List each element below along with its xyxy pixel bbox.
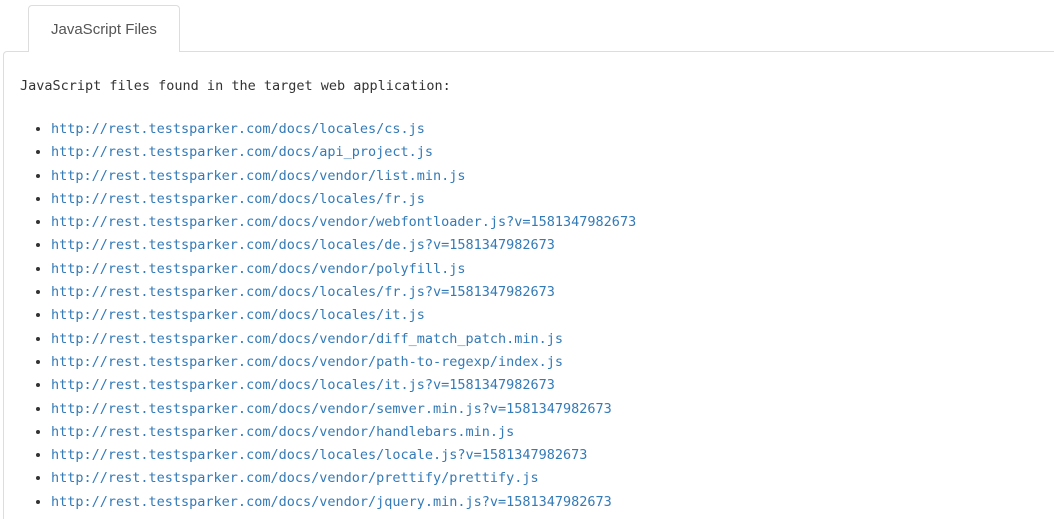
list-item: http://rest.testsparker.com/docs/api_pro… [51,141,1044,164]
file-link[interactable]: http://rest.testsparker.com/docs/locales… [51,284,555,301]
list-item: http://rest.testsparker.com/docs/locales… [51,118,1044,141]
javascript-files-panel: JavaScript files found in the target web… [3,51,1054,519]
list-item: http://rest.testsparker.com/docs/locales… [51,444,1044,467]
file-link[interactable]: http://rest.testsparker.com/docs/vendor/… [51,167,466,184]
file-link[interactable]: http://rest.testsparker.com/docs/vendor/… [51,260,466,277]
file-link[interactable]: http://rest.testsparker.com/docs/locales… [51,307,425,324]
list-item: http://rest.testsparker.com/docs/vendor/… [51,328,1044,351]
list-item: http://rest.testsparker.com/docs/vendor/… [51,421,1044,444]
list-item: http://rest.testsparker.com/docs/vendor/… [51,258,1044,281]
file-link[interactable]: http://rest.testsparker.com/docs/vendor/… [51,493,612,510]
file-link[interactable]: http://rest.testsparker.com/docs/vendor/… [51,330,564,347]
list-item: http://rest.testsparker.com/docs/locales… [51,304,1044,327]
file-link[interactable]: http://rest.testsparker.com/docs/vendor/… [51,353,564,370]
list-item: http://rest.testsparker.com/docs/locales… [51,234,1044,257]
list-item: http://rest.testsparker.com/docs/vendor/… [51,467,1044,490]
list-item: http://rest.testsparker.com/docs/vendor/… [51,398,1044,421]
file-link[interactable]: http://rest.testsparker.com/docs/vendor/… [51,400,612,417]
file-link[interactable]: http://rest.testsparker.com/docs/locales… [51,447,588,464]
file-link[interactable]: http://rest.testsparker.com/docs/vendor/… [51,470,539,487]
file-link[interactable]: http://rest.testsparker.com/docs/locales… [51,121,425,137]
file-link[interactable]: http://rest.testsparker.com/docs/api_pro… [51,144,434,161]
file-link[interactable]: http://rest.testsparker.com/docs/vendor/… [51,214,637,231]
file-list: http://rest.testsparker.com/docs/locales… [20,118,1044,514]
list-item: http://rest.testsparker.com/docs/vendor/… [51,351,1044,374]
tab-javascript-files[interactable]: JavaScript Files [28,5,180,52]
file-link[interactable]: http://rest.testsparker.com/docs/locales… [51,377,555,394]
list-item: http://rest.testsparker.com/docs/locales… [51,374,1044,397]
list-item: http://rest.testsparker.com/docs/vendor/… [51,491,1044,514]
tabs-bar: JavaScript Files [0,0,1054,52]
tab-label: JavaScript Files [51,21,157,38]
file-link[interactable]: http://rest.testsparker.com/docs/locales… [51,237,555,254]
panel-heading: JavaScript files found in the target web… [20,78,451,94]
file-link[interactable]: http://rest.testsparker.com/docs/vendor/… [51,423,515,440]
list-item: http://rest.testsparker.com/docs/vendor/… [51,211,1044,234]
list-item: http://rest.testsparker.com/docs/locales… [51,281,1044,304]
list-item: http://rest.testsparker.com/docs/vendor/… [51,165,1044,188]
file-link[interactable]: http://rest.testsparker.com/docs/locales… [51,190,425,207]
list-item: http://rest.testsparker.com/docs/locales… [51,188,1044,211]
